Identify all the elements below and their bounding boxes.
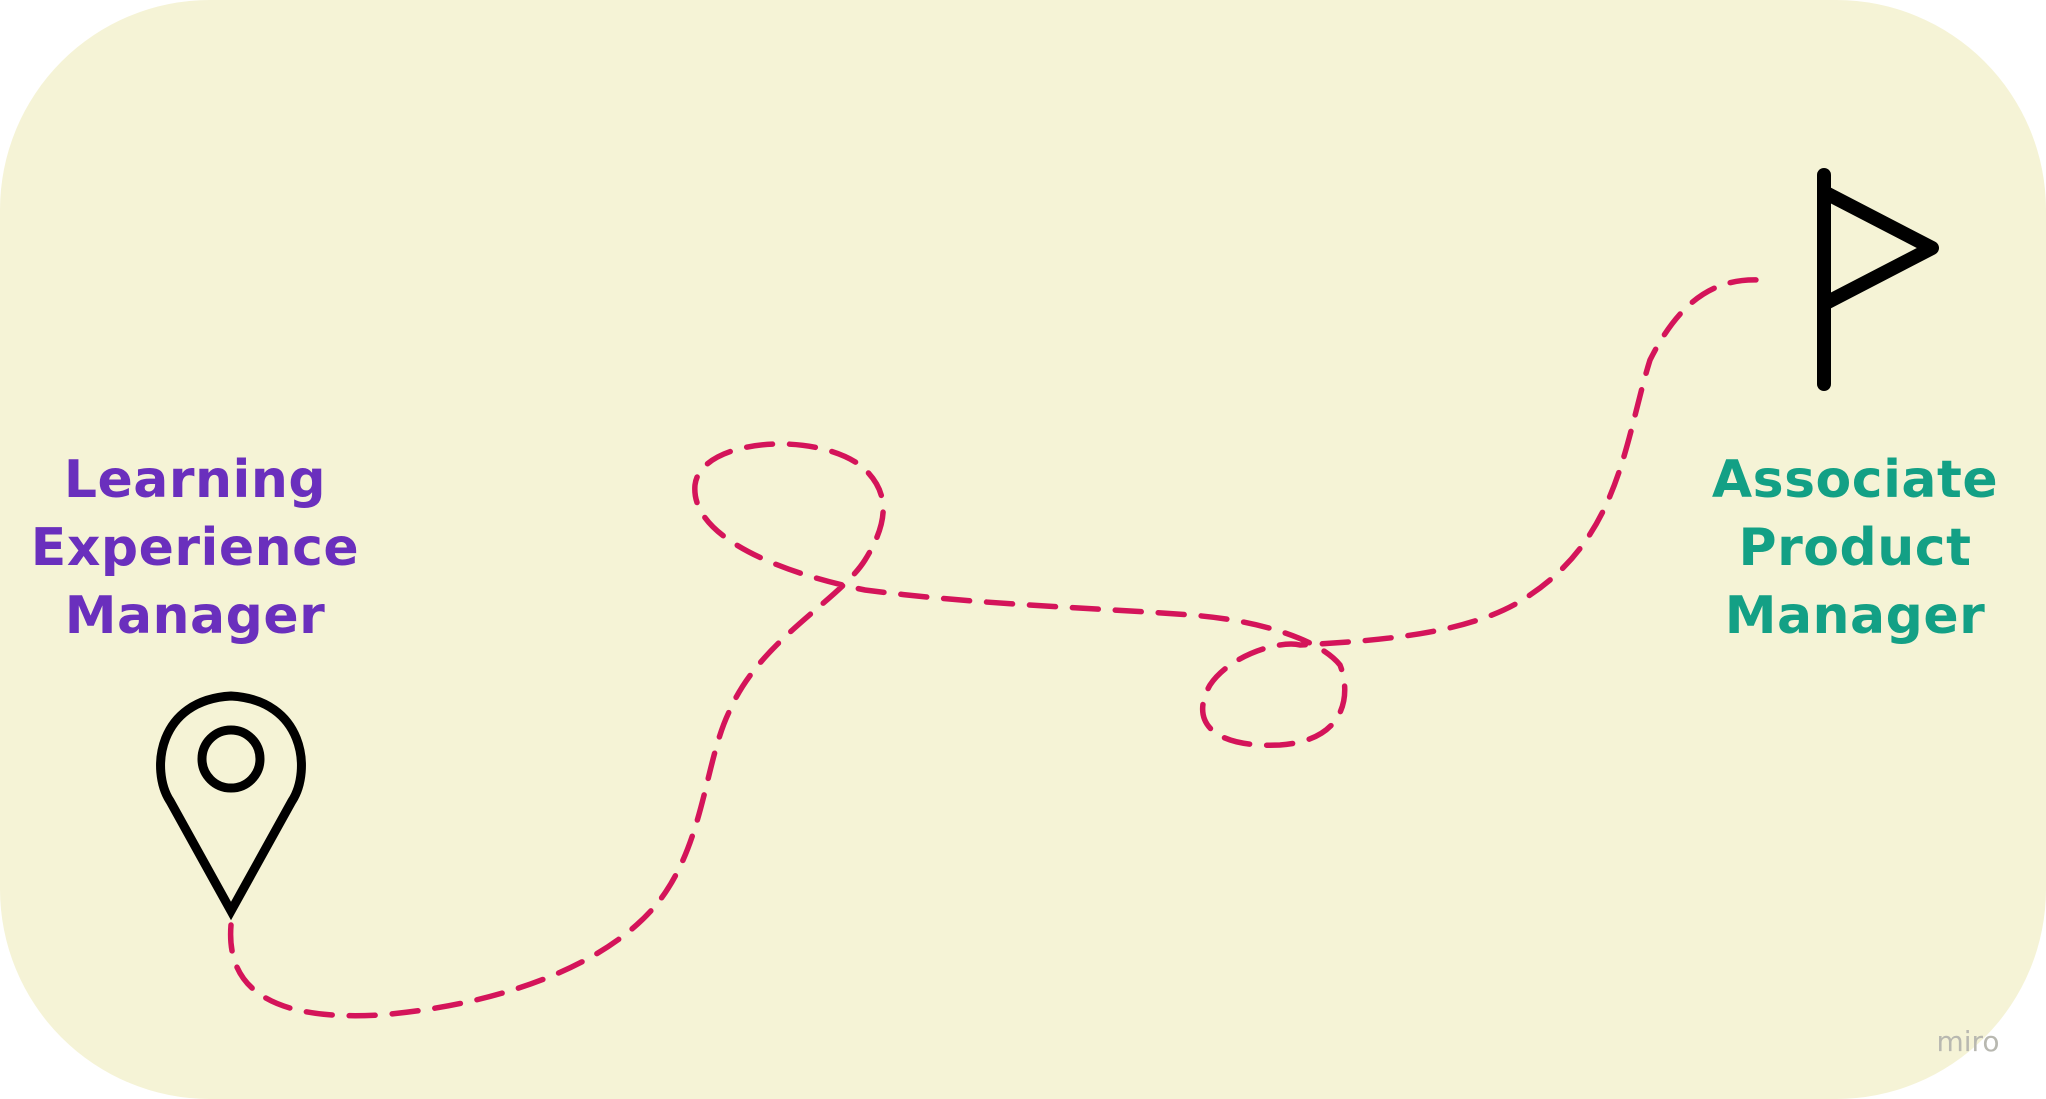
location-pin-icon (156, 691, 306, 921)
miro-watermark[interactable]: miro (1936, 1025, 2000, 1058)
journey-path (227, 277, 1763, 1019)
destination-role-line: Manager (1724, 586, 1986, 646)
start-role-line: Experience (30, 518, 360, 578)
destination-role-line: Product (1738, 518, 1972, 578)
start-role-line: Manager (64, 586, 326, 646)
destination-role-line: Associate (1711, 450, 1999, 510)
destination-role-label: Associate Product Manager (1680, 446, 2030, 650)
flag-icon (1817, 168, 1939, 391)
start-role-label: Learning Experience Manager (20, 446, 370, 650)
start-role-line: Learning (63, 450, 327, 510)
